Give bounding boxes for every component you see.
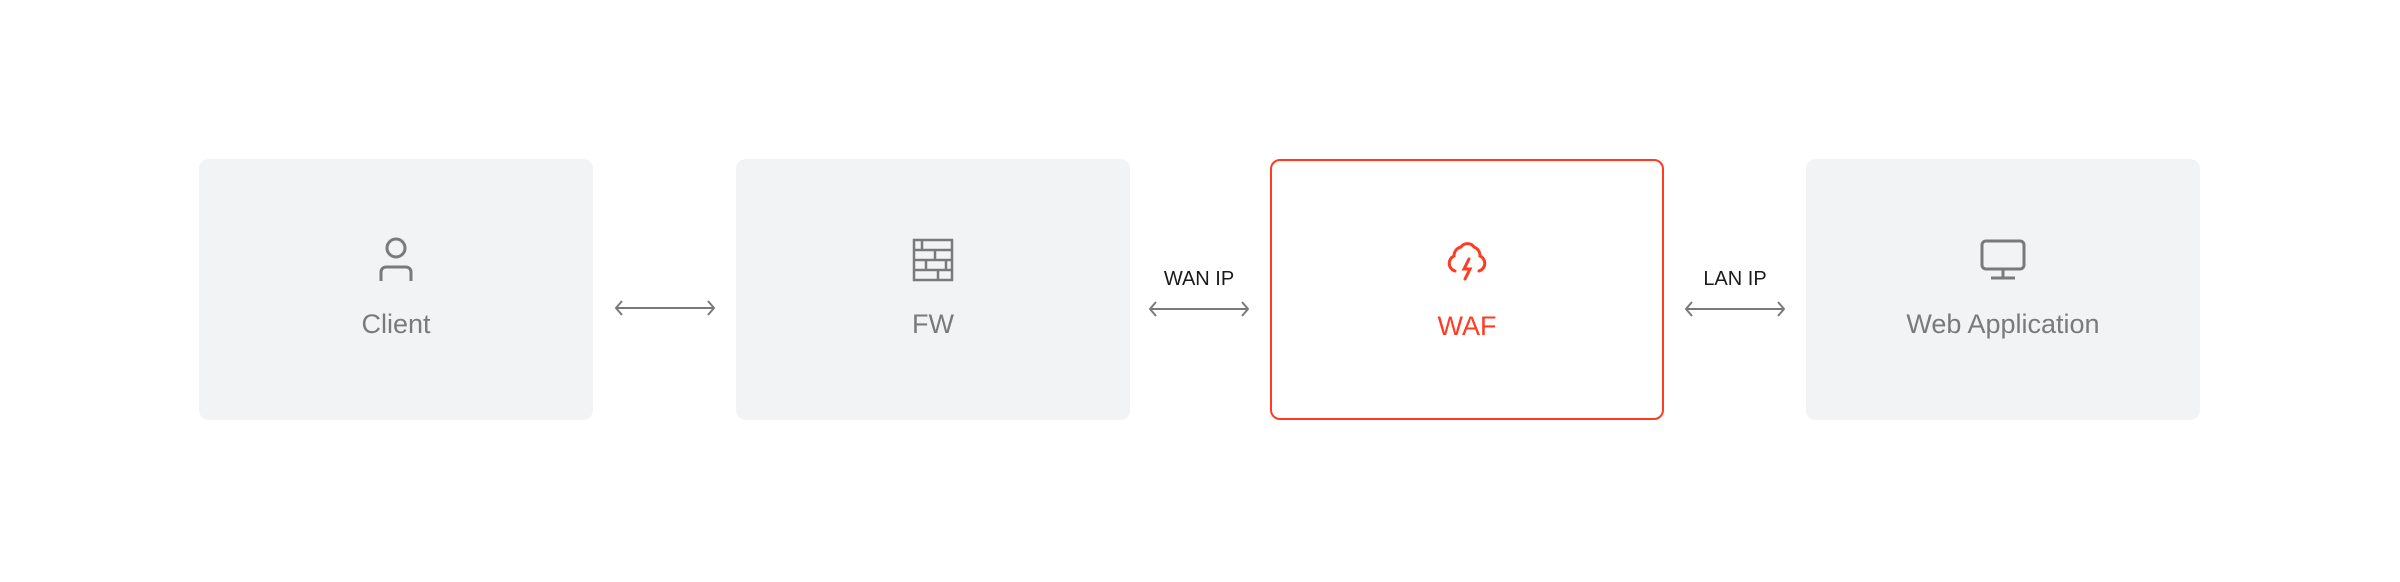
bidirectional-arrow bbox=[614, 300, 716, 316]
firewall-icon bbox=[912, 238, 954, 282]
monitor-icon bbox=[1980, 239, 2026, 280]
bidirectional-arrow bbox=[1684, 301, 1786, 317]
node-label: Client bbox=[361, 309, 431, 339]
connection-label-lan-ip: LAN IP bbox=[1703, 268, 1767, 290]
user-icon bbox=[379, 237, 413, 281]
node-web-application: Web Application bbox=[1806, 159, 2200, 420]
node-waf: WAF bbox=[1270, 159, 1664, 420]
connection-label-wan-ip: WAN IP bbox=[1163, 268, 1235, 290]
node-label: FW bbox=[912, 309, 954, 339]
node-label: WAF bbox=[1437, 311, 1497, 341]
cloud-lightning-icon bbox=[1447, 242, 1487, 281]
node-label: Web Application bbox=[1906, 309, 2100, 339]
bidirectional-arrow bbox=[1148, 301, 1250, 317]
node-client: Client bbox=[199, 159, 593, 420]
node-fw: FW bbox=[736, 159, 1130, 420]
